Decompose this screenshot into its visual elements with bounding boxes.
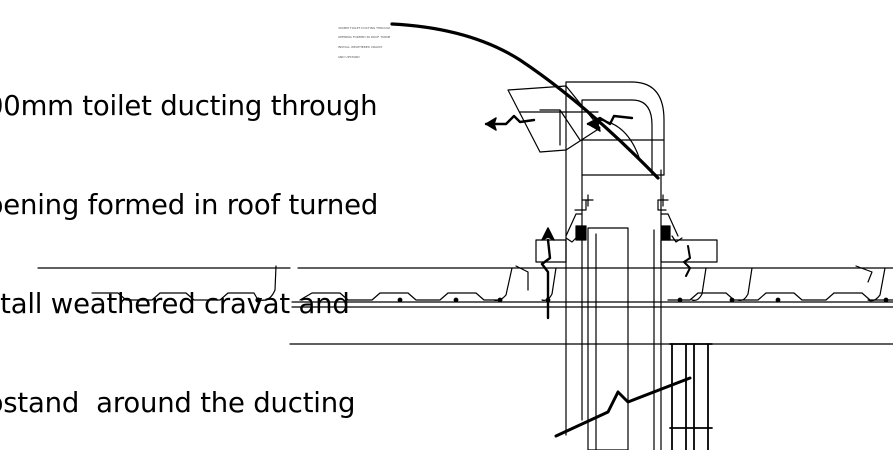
weathered-cravat: [507, 85, 601, 153]
left-flow-arrowhead: [485, 117, 497, 131]
left-roof-fixing: [259, 265, 277, 301]
annotation-line-1: 00mm toilet ducting through: [0, 90, 378, 122]
airflow-arrows: [484, 114, 634, 126]
upward-arrow: [540, 238, 552, 320]
upstand-flashing: [535, 194, 718, 263]
small-label-line: AND UPSTAND: [338, 55, 360, 60]
roof-deck-lines: [289, 301, 893, 345]
break-line: [554, 376, 692, 438]
roof-hook-fixings: [493, 265, 886, 302]
right-side-zigzag: [683, 245, 691, 277]
duct-annotation-text: 00mm toilet ducting through pening forme…: [0, 24, 378, 453]
vertical-duct: [565, 139, 662, 450]
left-corrugated-roof-profile: [91, 292, 259, 301]
annotation-line-2: pening formed in roof turned: [0, 189, 379, 221]
annotation-leader-line: [390, 22, 660, 180]
small-label-line: INSTALL WEATHERED CRAVAT: [338, 45, 383, 50]
duct-elbow-bend: [565, 81, 665, 176]
upward-arrowhead: [541, 227, 555, 241]
left-fixing-dot: [255, 297, 261, 303]
steel-column-section: [669, 343, 713, 450]
small-label-line: OPENING FORMED IN ROOF TURNED: [338, 35, 390, 40]
small-annotation-label: 300MM TOILET DUCTING THROUGH OPENING FOR…: [338, 20, 390, 63]
annotation-line-3: stall weathered cravat and: [0, 288, 350, 320]
annotation-line-4: pstand around the ducting: [0, 387, 356, 419]
small-label-line: 300MM TOILET DUCTING THROUGH: [338, 25, 390, 30]
